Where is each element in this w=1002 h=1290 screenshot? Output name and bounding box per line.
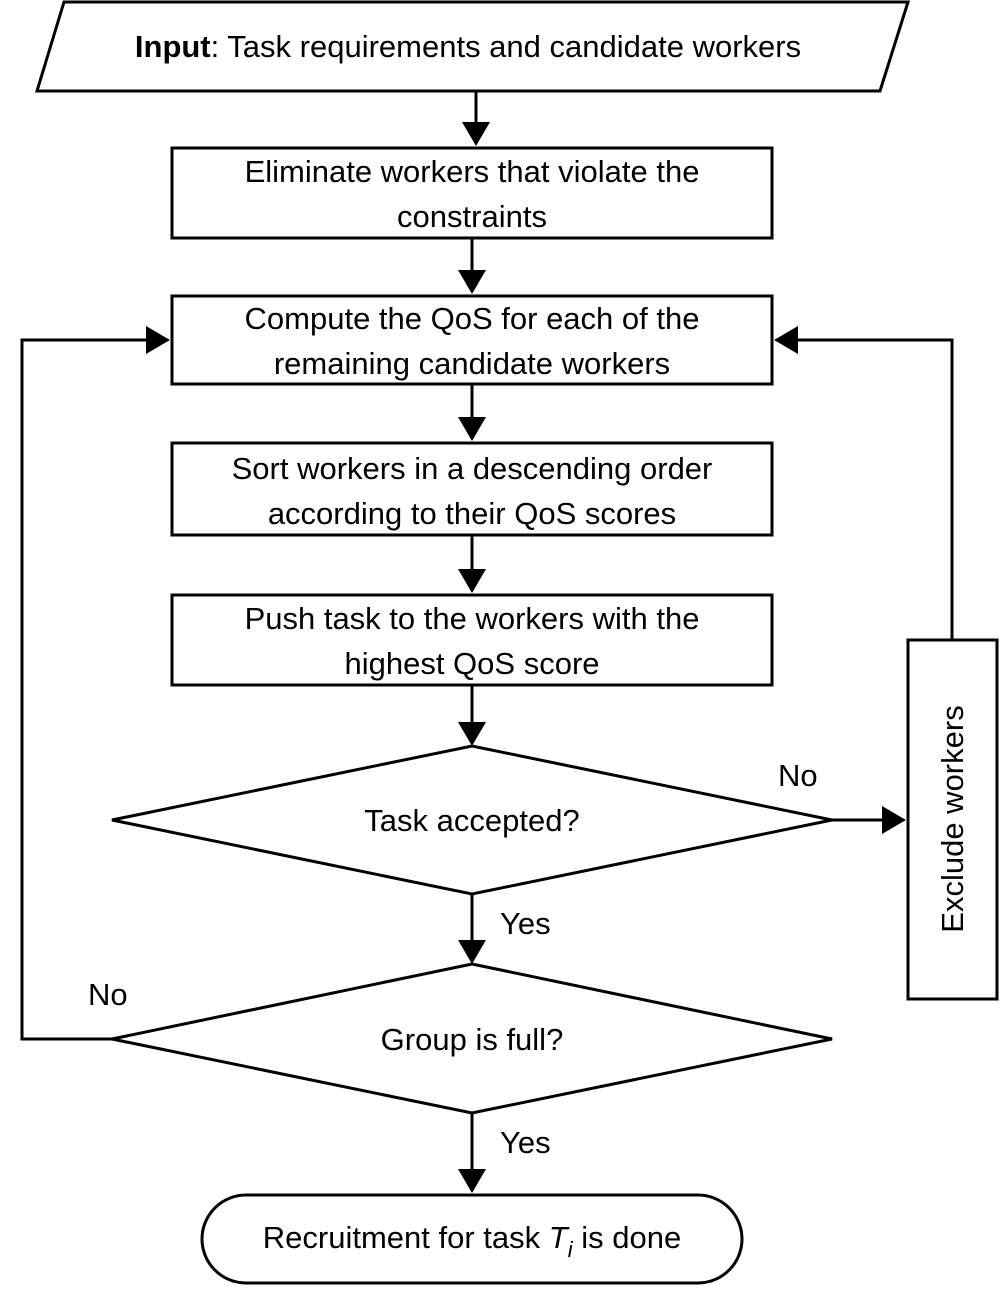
- end-suffix: is done: [573, 1220, 682, 1255]
- edge-eliminate-to-compute: [458, 238, 486, 294]
- push-line1: Push task to the workers with the: [245, 601, 700, 636]
- input-label-bold: Input: [135, 29, 211, 64]
- eliminate-node: Eliminate workers that violate the const…: [170, 146, 774, 240]
- edge-accepted-yes-to-full: [458, 894, 486, 964]
- edge-full-no-to-compute: [20, 326, 170, 1041]
- edge-push-to-accepted: [458, 685, 486, 746]
- full-no-label: No: [88, 977, 128, 1012]
- sort-line2: according to their QoS scores: [268, 496, 676, 531]
- edge-input-to-eliminate: [462, 91, 490, 146]
- edge-full-yes-to-end: [458, 1113, 486, 1193]
- accepted-decision-node: Task accepted?: [111, 744, 833, 896]
- exclude-node: Exclude workers: [906, 638, 999, 1001]
- edge-compute-to-sort: [458, 384, 486, 441]
- edge-exclude-to-compute: [774, 326, 954, 640]
- full-decision-text: Group is full?: [381, 1022, 564, 1057]
- accepted-yes-label: Yes: [500, 906, 551, 941]
- edge-sort-to-push: [458, 535, 486, 593]
- compute-node: Compute the QoS for each of the remainin…: [170, 294, 774, 386]
- input-node: Input: Task requirements and candidate w…: [34, 0, 911, 93]
- compute-line2: remaining candidate workers: [274, 346, 670, 381]
- compute-line1: Compute the QoS for each of the: [245, 301, 700, 336]
- end-sub: i: [568, 1237, 574, 1262]
- sort-node: Sort workers in a descending order accor…: [170, 441, 774, 537]
- end-text: Recruitment for task Ti is done: [263, 1220, 681, 1262]
- input-text: Input: Task requirements and candidate w…: [135, 29, 801, 64]
- eliminate-line1: Eliminate workers that violate the: [245, 154, 700, 189]
- edge-accepted-no-to-exclude: [832, 806, 906, 834]
- accepted-decision-text: Task accepted?: [364, 803, 579, 838]
- push-node: Push task to the workers with the highes…: [170, 593, 774, 687]
- accepted-no-label: No: [778, 758, 818, 793]
- eliminate-line2: constraints: [397, 199, 547, 234]
- exclude-text: Exclude workers: [935, 705, 970, 932]
- sort-line1: Sort workers in a descending order: [232, 451, 713, 486]
- end-prefix: Recruitment for task: [263, 1220, 549, 1255]
- full-decision-node: Group is full?: [111, 962, 833, 1115]
- full-yes-label: Yes: [500, 1125, 551, 1160]
- end-node: Recruitment for task Ti is done: [200, 1193, 744, 1285]
- end-var: T: [549, 1220, 570, 1255]
- input-label-rest: : Task requirements and candidate worker…: [211, 29, 801, 64]
- push-line2: highest QoS score: [344, 646, 599, 681]
